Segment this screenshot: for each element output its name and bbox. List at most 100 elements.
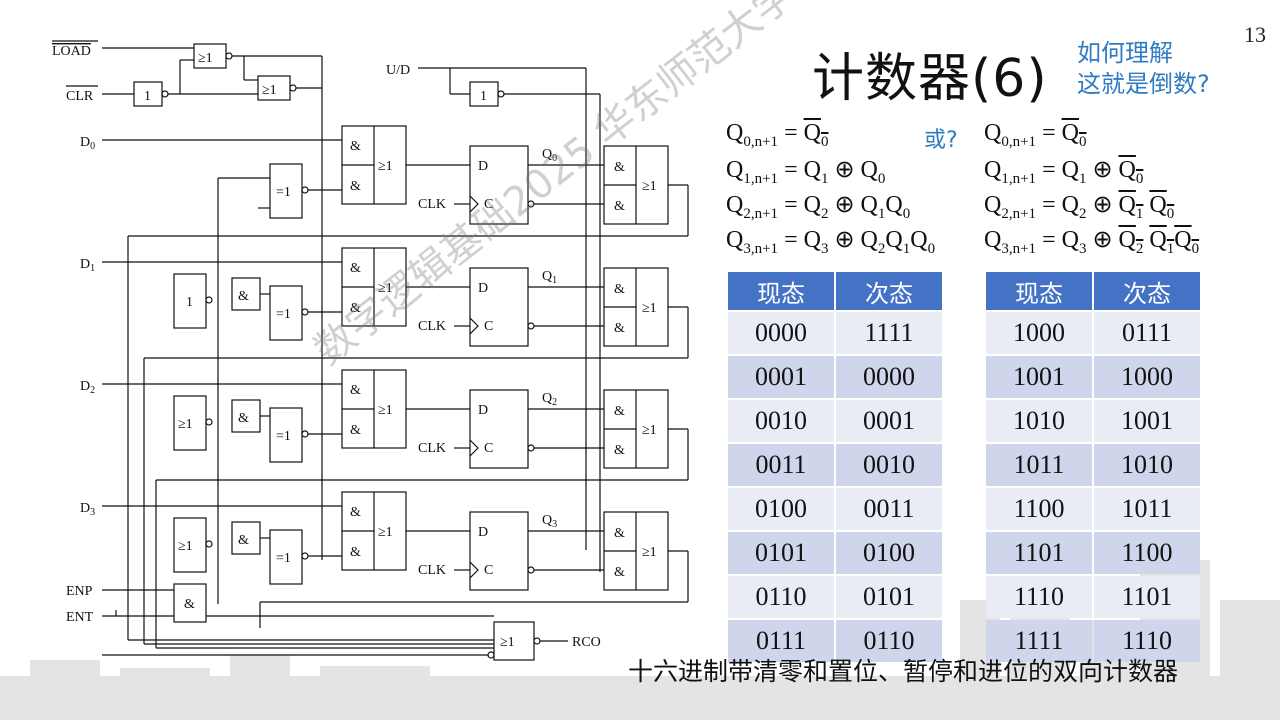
or-label: 或?	[924, 128, 958, 153]
svg-text:&: &	[184, 597, 195, 612]
svg-text:&: &	[614, 160, 625, 175]
equation-right-1: Q1,n+1 = Q1 ⊕ Q0	[984, 157, 1144, 187]
svg-text:&: &	[238, 411, 249, 426]
svg-text:Q0: Q0	[542, 147, 557, 164]
svg-text:1: 1	[144, 89, 151, 104]
svg-text:≥1: ≥1	[378, 281, 393, 296]
svg-text:C: C	[484, 319, 493, 334]
page-title: 计数器(6)	[812, 49, 1048, 109]
svg-text:&: &	[350, 301, 361, 316]
svg-text:CLK: CLK	[418, 197, 446, 212]
equation-left-3: Q3,n+1 = Q3 ⊕ Q2Q1Q0	[726, 227, 936, 257]
d-flipflop-1	[469, 267, 529, 347]
svg-text:1: 1	[480, 89, 487, 104]
svg-text:&: &	[238, 533, 249, 548]
svg-text:&: &	[238, 289, 249, 304]
equation-right-2: Q2,n+1 = Q2 ⊕ Q1 Q0	[984, 192, 1175, 222]
question-line-1: 如何理解	[1077, 39, 1173, 67]
equation-right-3: Q3,n+1 = Q3 ⊕ Q2 Q1Q0	[984, 227, 1200, 257]
svg-text:Q1: Q1	[542, 269, 557, 286]
bit-stage-1: & & ≥1 1 & =1 D C CLK Q1 & & ≥1	[102, 247, 689, 359]
svg-text:=1: =1	[276, 307, 291, 322]
svg-text:Q3: Q3	[542, 513, 557, 530]
load-label: LOAD	[52, 44, 91, 59]
svg-text:&: &	[614, 526, 625, 541]
table-header-current: 现态	[986, 272, 1092, 310]
counter-circuit-diagram: LOAD CLR D0 D1 D2 D3 ENP ENT U/D RCO ≥1 …	[52, 40, 689, 661]
svg-text:&: &	[350, 545, 361, 560]
svg-text:Q2: Q2	[542, 391, 557, 408]
svg-text:1: 1	[186, 295, 193, 310]
svg-text:≥1: ≥1	[178, 539, 193, 554]
d0-label: D0	[80, 135, 95, 152]
svg-text:≥1: ≥1	[642, 423, 657, 438]
svg-text:&: &	[614, 443, 625, 458]
svg-text:D: D	[478, 281, 488, 296]
bit-stage-3: & & ≥1 ≥1 & =1 D C CLK Q3 & & ≥1	[102, 491, 689, 628]
svg-text:&: &	[350, 505, 361, 520]
clr-label: CLR	[66, 89, 94, 104]
d3-label: D3	[80, 501, 95, 518]
bit-stage-0: & & ≥1 =1 D C CLK Q0 & & ≥1	[102, 125, 689, 237]
d-flipflop-3	[469, 511, 529, 591]
svg-text:≥1: ≥1	[262, 83, 277, 98]
table-header-current: 现态	[728, 272, 834, 310]
d1-label: D1	[80, 257, 95, 274]
clr-or-gate	[257, 75, 291, 101]
svg-text:&: &	[614, 565, 625, 580]
svg-text:&: &	[614, 321, 625, 336]
page-number: 13	[1244, 22, 1266, 47]
svg-text:&: &	[614, 282, 625, 297]
svg-text:C: C	[484, 563, 493, 578]
d-flipflop-0	[469, 145, 529, 225]
question-line-2: 这就是倒数?	[1077, 70, 1210, 98]
svg-text:CLK: CLK	[418, 563, 446, 578]
d-flipflop-2	[469, 389, 529, 469]
svg-text:&: &	[350, 179, 361, 194]
rco-label: RCO	[572, 635, 601, 650]
ent-label: ENT	[66, 610, 94, 625]
d2-label: D2	[80, 379, 95, 396]
load-or-gate	[193, 43, 227, 69]
ud-inverter	[469, 81, 499, 107]
svg-text:≥1: ≥1	[642, 179, 657, 194]
table-header-next: 次态	[836, 272, 942, 310]
svg-text:&: &	[350, 139, 361, 154]
svg-text:CLK: CLK	[418, 319, 446, 334]
svg-text:D: D	[478, 159, 488, 174]
svg-text:&: &	[350, 383, 361, 398]
svg-text:≥1: ≥1	[378, 159, 393, 174]
enp-label: ENP	[66, 584, 93, 599]
svg-text:D: D	[478, 403, 488, 418]
svg-text:D: D	[478, 525, 488, 540]
svg-text:≥1: ≥1	[642, 301, 657, 316]
svg-text:=1: =1	[276, 551, 291, 566]
svg-text:≥1: ≥1	[378, 403, 393, 418]
svg-text:≥1: ≥1	[198, 51, 213, 66]
svg-text:≥1: ≥1	[500, 635, 515, 650]
svg-text:&: &	[350, 261, 361, 276]
svg-text:&: &	[614, 199, 625, 214]
slide-caption: 十六进制带清零和置位、暂停和进位的双向计数器	[628, 657, 1179, 686]
svg-text:=1: =1	[276, 185, 291, 200]
question-note: 如何理解 这就是倒数?	[1077, 38, 1210, 100]
equation-left-1: Q1,n+1 = Q1 ⊕ Q0	[726, 157, 886, 187]
svg-text:≥1: ≥1	[642, 545, 657, 560]
enable-and-gate	[173, 583, 207, 623]
svg-text:&: &	[350, 423, 361, 438]
svg-text:&: &	[614, 404, 625, 419]
